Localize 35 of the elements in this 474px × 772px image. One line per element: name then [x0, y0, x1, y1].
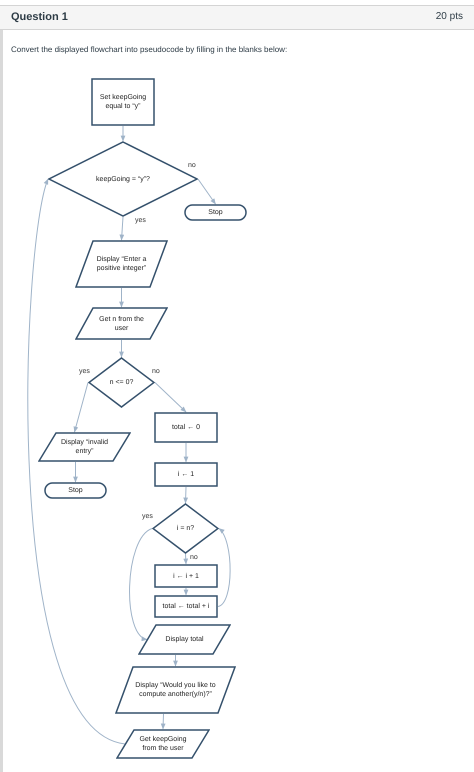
input-output-parallelogram: [38, 432, 131, 462]
arrow: [184, 442, 188, 463]
terminator-box: [44, 482, 107, 499]
instruction-text: Convert the displayed flowchart into pseudocode by filling in the blanks below:: [11, 44, 288, 56]
arrow: [184, 588, 188, 596]
input-output-parallelogram: [116, 729, 210, 759]
input-output-parallelogram: [75, 307, 168, 340]
arrow: [27, 178, 126, 744]
arrow: [198, 178, 216, 204]
arrow: [73, 462, 78, 483]
decision-diamond: [48, 141, 198, 217]
process-box: [154, 462, 218, 487]
input-output-parallelogram: [75, 240, 168, 288]
question-heading: Question 1: [11, 10, 68, 25]
process-box: [154, 595, 218, 618]
arrow: [120, 126, 126, 142]
arrow: [74, 382, 88, 433]
process-box: [91, 78, 155, 126]
process-box: [154, 564, 218, 588]
arrow: [119, 216, 124, 241]
arrow: [129, 528, 152, 640]
decision-diamond: [152, 503, 219, 554]
arrow: [160, 714, 166, 730]
arrow: [183, 554, 188, 565]
arrow: [119, 340, 124, 358]
arrow: [154, 382, 186, 412]
input-output-parallelogram: [115, 666, 236, 714]
arrow: [173, 654, 178, 667]
arrow: [119, 288, 124, 308]
arrow: [183, 486, 188, 504]
input-output-parallelogram: [138, 624, 231, 655]
points-text: 20 pts: [436, 10, 463, 24]
arrow: [218, 528, 231, 607]
terminator-box: [184, 204, 247, 221]
process-box: [154, 412, 218, 443]
